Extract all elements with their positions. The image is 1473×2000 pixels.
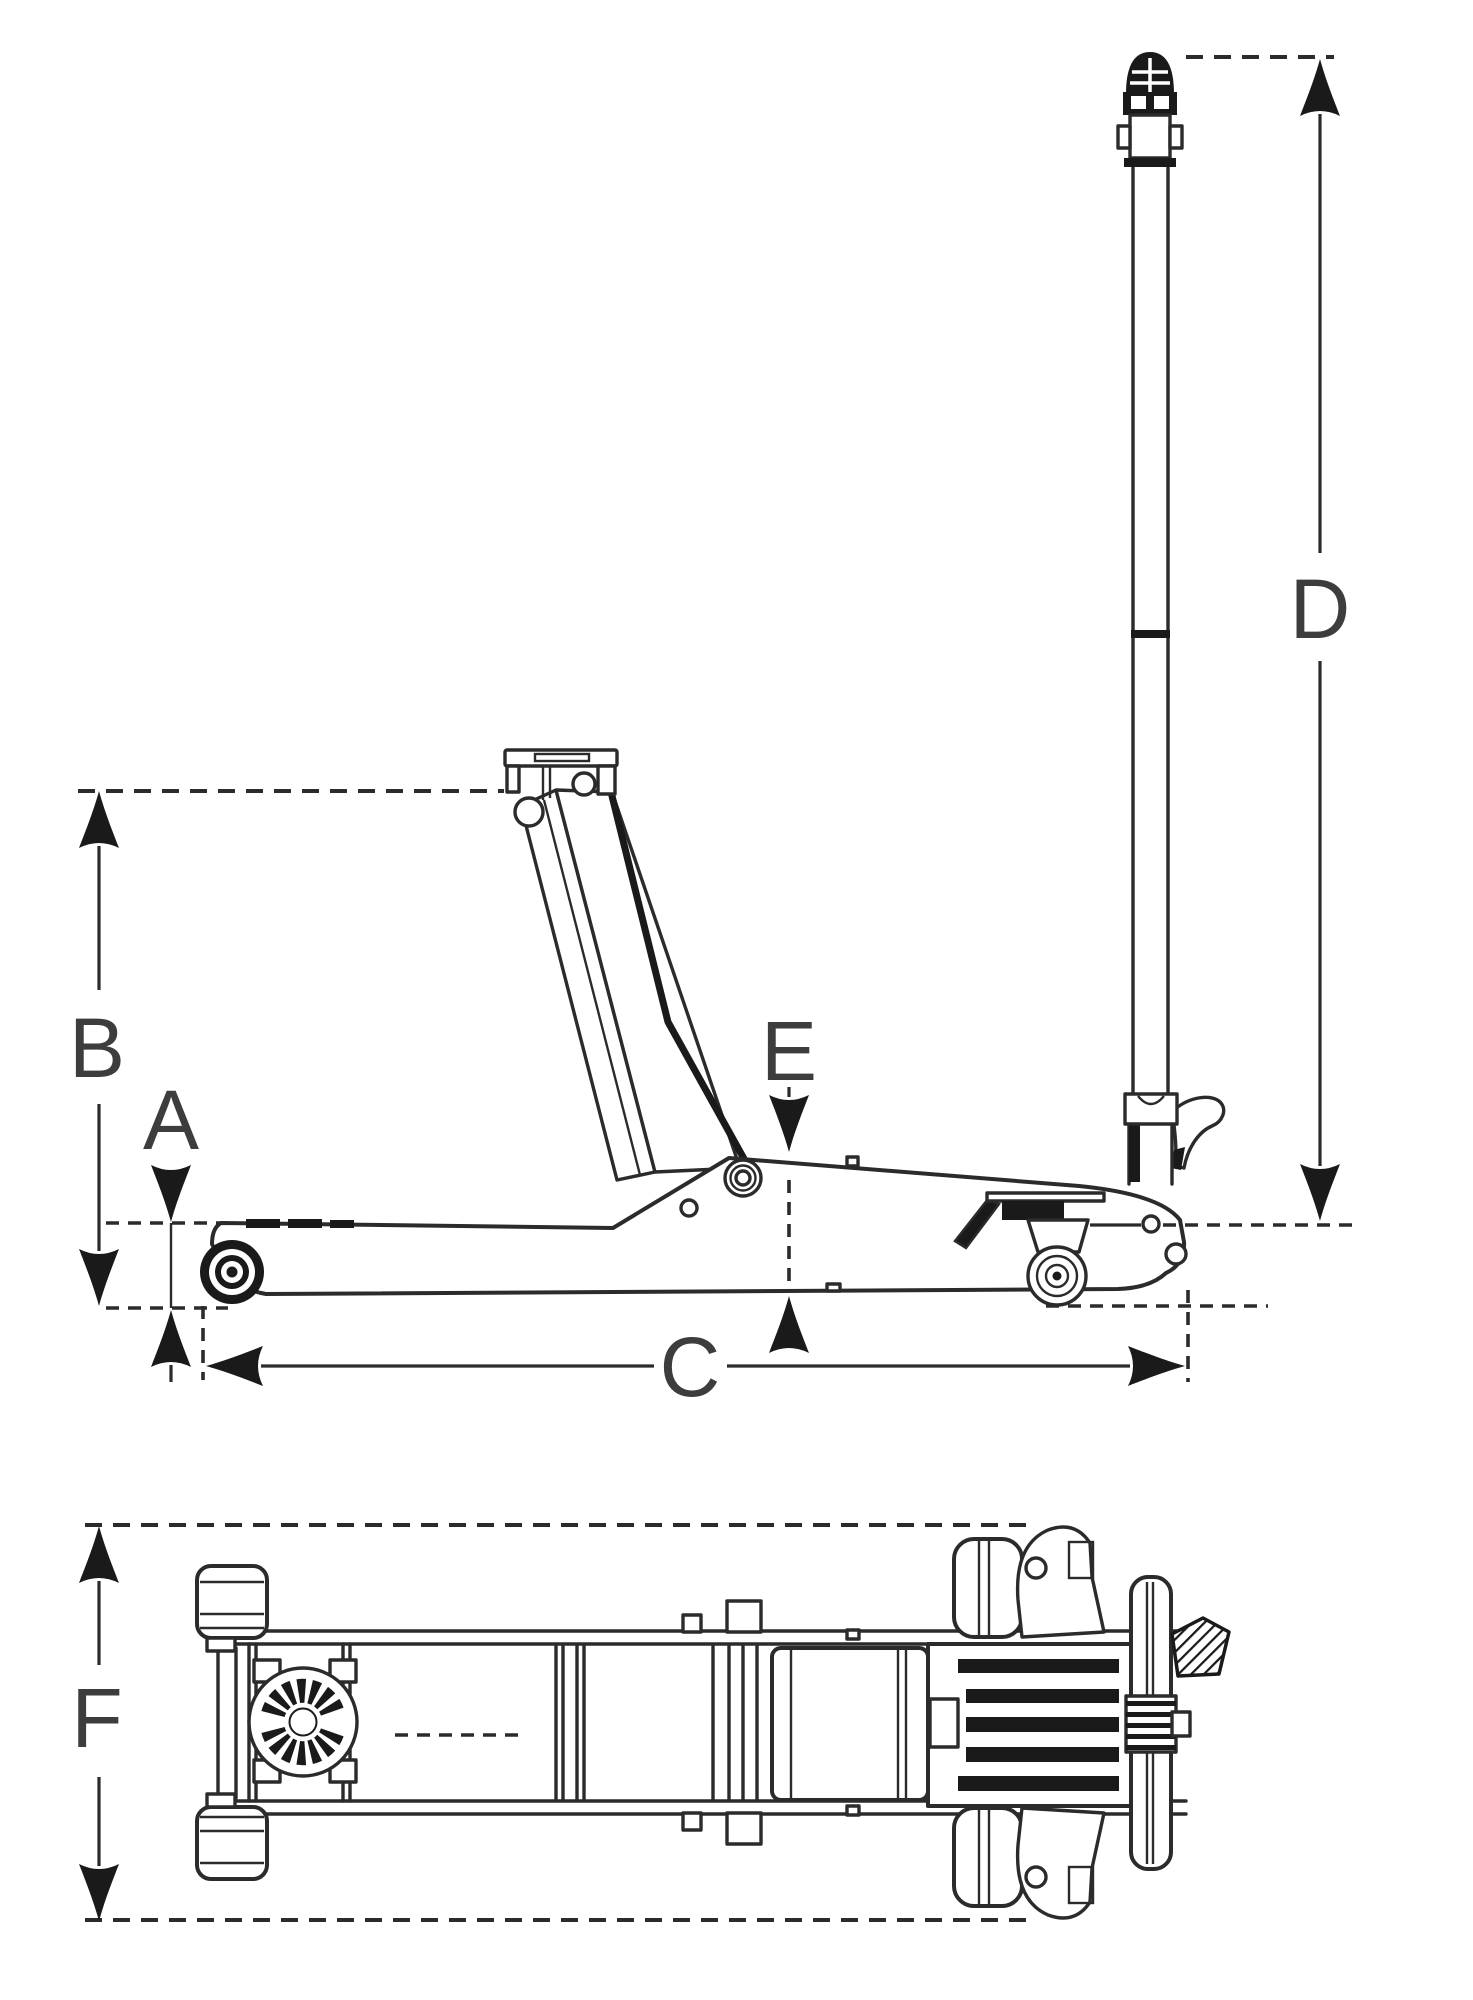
caster-fork xyxy=(1026,1218,1090,1254)
knob-side-tab xyxy=(1168,124,1184,150)
arm-hatched-edge xyxy=(608,792,752,1170)
dimension-label-E: E xyxy=(761,1004,817,1098)
rail-tick xyxy=(845,1628,861,1641)
arm-plate-top-view xyxy=(770,1646,930,1802)
dimension-label-F: F xyxy=(71,1671,122,1765)
dimension-label-B: B xyxy=(69,1001,125,1095)
front-axle-beam xyxy=(216,1646,238,1800)
handle-socket xyxy=(1123,1092,1179,1186)
side-view: B A xyxy=(69,52,1356,1414)
dimension-label-A: A xyxy=(143,1073,199,1167)
caster-top-upper xyxy=(952,1525,1106,1639)
dimension-D: D xyxy=(1090,55,1356,1234)
rail-tab xyxy=(725,1599,763,1634)
rail-tab xyxy=(681,1613,703,1634)
arm-pivot xyxy=(723,1158,763,1198)
frame-bolt xyxy=(679,1198,699,1218)
caster-top-lower xyxy=(952,1806,1106,1920)
handle-assembly xyxy=(1116,52,1226,1186)
platform-slat xyxy=(966,1747,1119,1762)
front-wheel xyxy=(200,1240,264,1304)
top-view: F xyxy=(71,1523,1231,1922)
e-arrowhead-down-icon xyxy=(769,1095,809,1152)
rear-caster xyxy=(953,1191,1106,1307)
frame-tick xyxy=(825,1282,842,1293)
dimension-E: E xyxy=(761,1004,817,1353)
release-pedal xyxy=(1171,1095,1226,1170)
saddle-link-hole xyxy=(571,771,597,797)
b-arrowhead-down-icon xyxy=(79,1249,119,1306)
saddle-pivot-hole xyxy=(513,796,545,828)
socket-collar xyxy=(1123,1092,1179,1126)
caster-bolt xyxy=(1024,1865,1048,1889)
d-arrowhead-up-icon xyxy=(1300,59,1340,116)
platform-tab xyxy=(928,1697,960,1749)
caster-bolt xyxy=(1024,1556,1048,1580)
a-arrowhead-up-icon xyxy=(151,1310,191,1367)
dimension-C: C xyxy=(201,1290,1190,1414)
e-arrowhead-up-icon xyxy=(769,1296,809,1353)
dimension-label-C: C xyxy=(660,1320,721,1414)
nose-rib xyxy=(330,1220,354,1228)
a-arrowhead-down-icon xyxy=(151,1165,191,1222)
c-arrowhead-right-icon xyxy=(1128,1346,1185,1386)
f-arrowhead-down-icon xyxy=(79,1864,119,1921)
rail-tick xyxy=(845,1804,861,1817)
platform-slat xyxy=(958,1659,1119,1673)
saddle-bracket xyxy=(328,1658,358,1684)
frame-tab xyxy=(845,1155,860,1168)
d-arrowhead-down-icon xyxy=(1300,1164,1340,1221)
rail-tab xyxy=(681,1811,703,1832)
pedal-grip xyxy=(1171,1147,1185,1170)
handle-pole xyxy=(1131,161,1170,1098)
caster-plate xyxy=(1002,1201,1064,1220)
dimension-A: A xyxy=(106,1073,228,1382)
c-arrowhead-left-icon xyxy=(206,1346,263,1386)
cross-member xyxy=(711,1644,759,1802)
b-arrowhead-up-icon xyxy=(79,791,119,848)
saddle xyxy=(503,748,619,828)
tail-roller xyxy=(1164,1242,1188,1266)
chassis xyxy=(210,1155,1188,1296)
handle-collar-top-view xyxy=(1124,1694,1192,1754)
dimension-F: F xyxy=(71,1526,123,1921)
platform-slat xyxy=(966,1689,1119,1703)
dimension-label-D: D xyxy=(1290,562,1351,656)
pedal-top-view xyxy=(1170,1616,1231,1678)
handle-top-view xyxy=(1124,1575,1231,1871)
knob-side-tab xyxy=(1116,124,1132,150)
nose-rib xyxy=(246,1219,280,1228)
nose-rib xyxy=(288,1219,322,1228)
rail-tab xyxy=(725,1811,763,1846)
platform-slat xyxy=(966,1717,1119,1732)
hinge-pins xyxy=(554,1644,586,1802)
front-wheel-top-left xyxy=(195,1564,269,1653)
handle-knob xyxy=(1116,52,1184,167)
f-arrowhead-up-icon xyxy=(79,1526,119,1583)
platform-slat xyxy=(958,1776,1119,1791)
handle-joint xyxy=(1131,630,1170,638)
rear-platform xyxy=(926,1642,1134,1808)
tail-bolt xyxy=(1141,1214,1161,1234)
dimension-B: B xyxy=(69,789,504,1306)
lift-arm xyxy=(503,748,752,1182)
collar-tab xyxy=(1170,1710,1192,1738)
saddle-top-view xyxy=(247,1642,359,1803)
front-wheel-top-right xyxy=(195,1792,269,1881)
